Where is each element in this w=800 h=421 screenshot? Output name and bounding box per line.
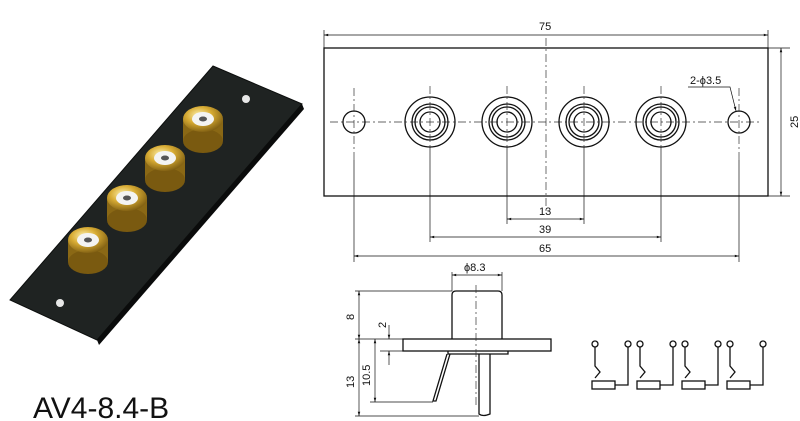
dim-mount-hole-span: 65 xyxy=(539,243,551,255)
plate-outline xyxy=(323,47,769,197)
model-label: AV4-8.4-B xyxy=(33,392,169,421)
dim-jack-height: 8 xyxy=(345,314,357,320)
rca-jack xyxy=(145,145,185,192)
wiring-schematic xyxy=(591,340,767,390)
jack-schematic xyxy=(681,340,722,390)
rca-jack xyxy=(68,227,108,274)
rca-jack xyxy=(183,106,223,153)
panel-plate xyxy=(9,65,303,341)
dim-jack-diameter: ϕ8.3 xyxy=(464,262,485,274)
front-view: 75 2-ϕ3.5 25 13 39 65 xyxy=(323,21,800,262)
dim-overall-width: 75 xyxy=(539,21,551,33)
dim-plate-thickness: 2 xyxy=(377,322,389,328)
jack-schematic xyxy=(726,340,767,390)
side-view: ϕ8.3 8 2 10.5 13 xyxy=(345,262,552,417)
dim-mount-holes: 2-ϕ3.5 xyxy=(690,75,721,87)
mount-hole xyxy=(242,95,250,103)
product-photo xyxy=(9,65,304,345)
plate-section xyxy=(402,338,552,352)
dim-jack-pitch: 13 xyxy=(539,206,551,218)
dim-total-pin-length: 13 xyxy=(345,376,357,388)
dim-height: 25 xyxy=(789,116,800,128)
jack-schematic xyxy=(591,340,632,390)
rca-jack xyxy=(107,185,147,232)
dim-outer-jack-span: 39 xyxy=(539,224,551,236)
jack-body xyxy=(451,290,503,339)
ground-pin xyxy=(432,353,451,402)
dim-pin-length: 10.5 xyxy=(361,365,373,386)
jack-schematic xyxy=(636,340,677,390)
signal-pin xyxy=(478,354,491,417)
mount-hole xyxy=(56,299,64,307)
